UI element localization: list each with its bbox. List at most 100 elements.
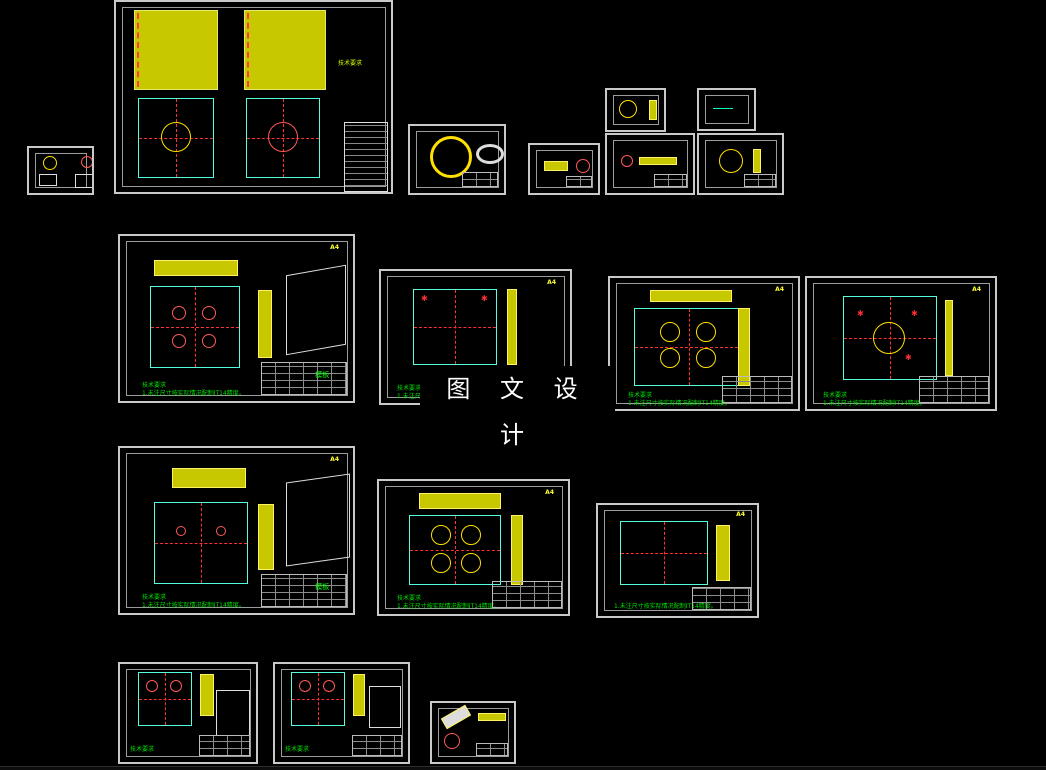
title-block: [491, 580, 562, 608]
plate-section-top: [154, 260, 238, 276]
drawing-sheet-plate-5[interactable]: A4 技术要求 1.未注尺寸按实际情况配制IT14精度。 模板: [118, 446, 355, 615]
sheet-border: [613, 140, 688, 188]
drawing-sheet-plate-3[interactable]: A4 技术要求 1.未注尺寸按实际情况配制IT14精度。: [608, 276, 800, 411]
plate-section-side: [200, 674, 214, 716]
title-block: [744, 173, 776, 187]
drawing-sheet-small-parts[interactable]: [27, 146, 94, 195]
tech-requirements-text: 1.未注尺寸按实际情况配制IT14精度。: [142, 390, 245, 397]
sheet-border: [35, 153, 87, 188]
plate-iso-view: [286, 264, 346, 356]
sheet-border: [126, 241, 348, 396]
sheet-border: [126, 669, 251, 757]
cavity-ring: [431, 525, 451, 545]
tech-requirements-heading: 技术要求: [142, 594, 167, 601]
tech-requirements-text: 1.未注尺寸按实际情况配制IT14精度。: [142, 602, 245, 609]
plate-section-side: [511, 515, 523, 585]
sheet-size-label: A4: [972, 286, 981, 293]
title-block: [691, 586, 751, 610]
drawing-sheet-part-e[interactable]: [697, 133, 784, 195]
cavity-ring: [696, 322, 716, 342]
sheet-border: [813, 283, 990, 404]
plate-hole: [202, 334, 216, 348]
drawing-sheet-part-d[interactable]: [605, 133, 695, 195]
title-block: [462, 172, 498, 187]
plate-section-side: [258, 290, 272, 358]
tech-requirements-text: 1.未注尺寸按实际情况配制IT14精度。: [628, 400, 731, 407]
plate-hole: [216, 526, 226, 536]
tech-requirements-text: 1.未注尺寸按实际情况配制IT14精度。: [397, 603, 500, 610]
status-bar-edge: [0, 766, 1046, 770]
title-block: [352, 735, 402, 756]
sheet-size-label: A4: [736, 511, 745, 518]
cavity-ring: [431, 553, 451, 573]
gear-view: [619, 100, 637, 118]
sheet-border: [616, 283, 793, 404]
title-block-name: 模板: [315, 583, 330, 592]
part-section: [753, 149, 761, 173]
ejector-mark: ✱: [905, 353, 912, 362]
cavity-ring: [461, 553, 481, 573]
drawing-sheet-plate-4[interactable]: A4 ✱ ✱ ✱ 技术要求 1.未注尺寸按实际情况配制IT14精度。: [805, 276, 997, 411]
watermark-banner: 图 文 设 计: [420, 366, 615, 449]
plate-section-top: [419, 493, 501, 509]
part-ring: [81, 156, 92, 168]
sheet-border: [126, 453, 348, 608]
sheet-border: [536, 150, 593, 188]
title-block: 模板: [261, 361, 347, 395]
plate-plan-view: [413, 289, 497, 365]
plate-section-side: [716, 525, 730, 581]
ejector-mark: ✱: [481, 294, 488, 303]
ejector-mark: ✱: [857, 309, 864, 318]
sheet-size-label: A4: [547, 279, 556, 286]
title-block: [199, 735, 250, 756]
parts-list-table: [344, 122, 388, 192]
cavity-ring: [161, 122, 191, 152]
cavity-ring: [660, 322, 680, 342]
drawing-sheet-part-f[interactable]: [430, 701, 516, 764]
plate-iso-view: [216, 690, 250, 736]
gear-view: [719, 149, 743, 173]
drawing-sheet-assembly[interactable]: 技术要求: [114, 0, 393, 194]
drawing-sheet-plate-1[interactable]: A4 技术要求 1.未注尺寸按实际情况配制IT14精度。 模板: [118, 234, 355, 403]
drawing-sheet-part-b[interactable]: [605, 88, 666, 132]
part-section: [544, 161, 568, 171]
title-block-name: 模板: [315, 371, 330, 380]
plate-section-top: [650, 290, 732, 302]
part-view: [576, 159, 590, 173]
plate-section-top: [172, 468, 246, 488]
cavity-ring: [461, 525, 481, 545]
tech-requirements-heading: 技术要求: [130, 746, 155, 753]
sheet-size-label: A4: [545, 489, 554, 496]
sheet-size-label: A4: [330, 244, 339, 251]
sheet-border: [613, 95, 659, 125]
sheet-border: [604, 510, 752, 611]
sheet-border: [281, 669, 403, 757]
plate-section-side: [258, 504, 274, 570]
assembly-section-view-left: [134, 10, 218, 90]
part-ring: [43, 156, 57, 170]
plate-hole: [176, 526, 186, 536]
tech-requirements-heading: 技术要求: [397, 595, 422, 602]
sheet-size-label: A4: [775, 286, 784, 293]
tech-requirements-heading: 技术要求: [397, 385, 422, 392]
drawing-sheet-part-c[interactable]: [697, 88, 756, 131]
sheet-border: [705, 140, 777, 188]
drawing-sheet-plate-9[interactable]: 技术要求: [273, 662, 410, 764]
tech-requirements-text: 1.未注尺寸按实际情况配制IT14精度。: [823, 400, 926, 407]
plate-plan-view: [620, 521, 708, 585]
drawing-sheet-plate-6[interactable]: A4 技术要求 1.未注尺寸按实际情况配制IT14精度。: [377, 479, 570, 616]
drawing-sheet-plate-7[interactable]: A4 1.未注尺寸按实际情况配制IT14精度。: [596, 503, 759, 618]
part-section: [478, 713, 506, 721]
drawing-sheet-ring[interactable]: [408, 124, 506, 195]
title-block: [722, 376, 792, 403]
plate-plan-view: [154, 502, 248, 584]
ring-iso-view: [476, 144, 504, 164]
plate-hole: [172, 334, 186, 348]
plate-plan-view: [138, 672, 192, 726]
sheet-border: [122, 7, 386, 187]
drawing-sheet-part-a[interactable]: [528, 143, 600, 195]
sheet-border: [705, 95, 749, 124]
drawing-sheet-plate-8[interactable]: 技术要求: [118, 662, 258, 764]
part-iso-view: [75, 174, 92, 188]
